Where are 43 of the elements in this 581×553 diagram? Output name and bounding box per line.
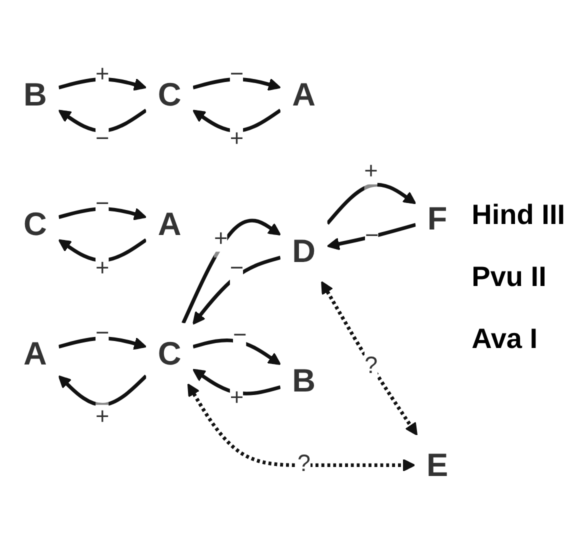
arrow [321,281,418,436]
node-text: C [158,334,182,372]
edge-label: + [230,386,244,412]
edge-label: − [96,126,110,152]
arrow [58,336,147,350]
edge-label: − [96,321,110,346]
edge-label: + [96,404,110,430]
arrow [326,182,416,225]
node-text: B [24,76,47,113]
node-text: C [24,205,47,242]
enzyme-label: Pvu II [472,260,548,292]
edge-label: + [364,159,378,184]
edge-label: + [230,126,244,152]
arrow [58,206,147,220]
arrow [58,374,148,406]
node-text: A [292,76,316,113]
arrow [326,222,416,250]
arrow [58,238,148,262]
arrow [192,108,282,133]
edge-label: − [232,323,247,348]
edge-label: ? [364,354,378,379]
edge-label: + [96,62,110,88]
edge-label: − [230,256,244,282]
enzyme-label: Ava I [472,322,539,354]
edge-label: − [230,62,244,88]
edge-label: − [96,192,110,217]
arrow [187,383,416,472]
arrow [192,338,281,365]
edge-label: + [214,226,228,252]
arrow [192,368,281,396]
node-text: F [427,200,448,237]
node-text: E [426,446,448,484]
node-text: C [158,76,182,113]
node-text: D [292,232,316,270]
enzyme-label: Hind III [472,198,565,230]
edge-label: − [365,224,379,249]
edge-label: + [96,256,110,282]
arrow [58,108,148,133]
node-text: A [24,334,47,372]
node-text: A [158,205,182,242]
node-text: B [292,362,316,399]
edge-label: ? [297,452,310,477]
arrow [58,77,147,91]
